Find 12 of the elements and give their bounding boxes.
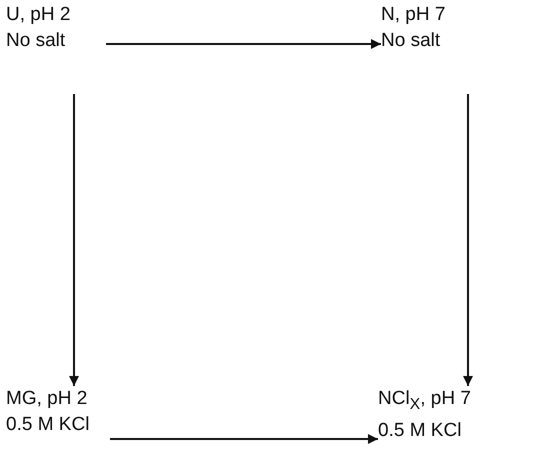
arrow <box>106 39 381 49</box>
state-label: NCl$_{X}$, pH 7 <box>378 387 471 415</box>
state-label: U, pH 2 <box>6 3 70 27</box>
state-label: No salt <box>381 29 440 53</box>
state-label: N, pH 7 <box>381 3 446 27</box>
arrow <box>69 94 79 386</box>
state-label: 0.5 M KCl <box>6 413 90 437</box>
state-label: 0.5 M KCl <box>378 418 462 443</box>
state-label: No salt <box>6 29 66 53</box>
state-label: MG, pH 2 <box>6 387 88 411</box>
arrow <box>110 434 378 444</box>
arrow <box>463 94 473 386</box>
